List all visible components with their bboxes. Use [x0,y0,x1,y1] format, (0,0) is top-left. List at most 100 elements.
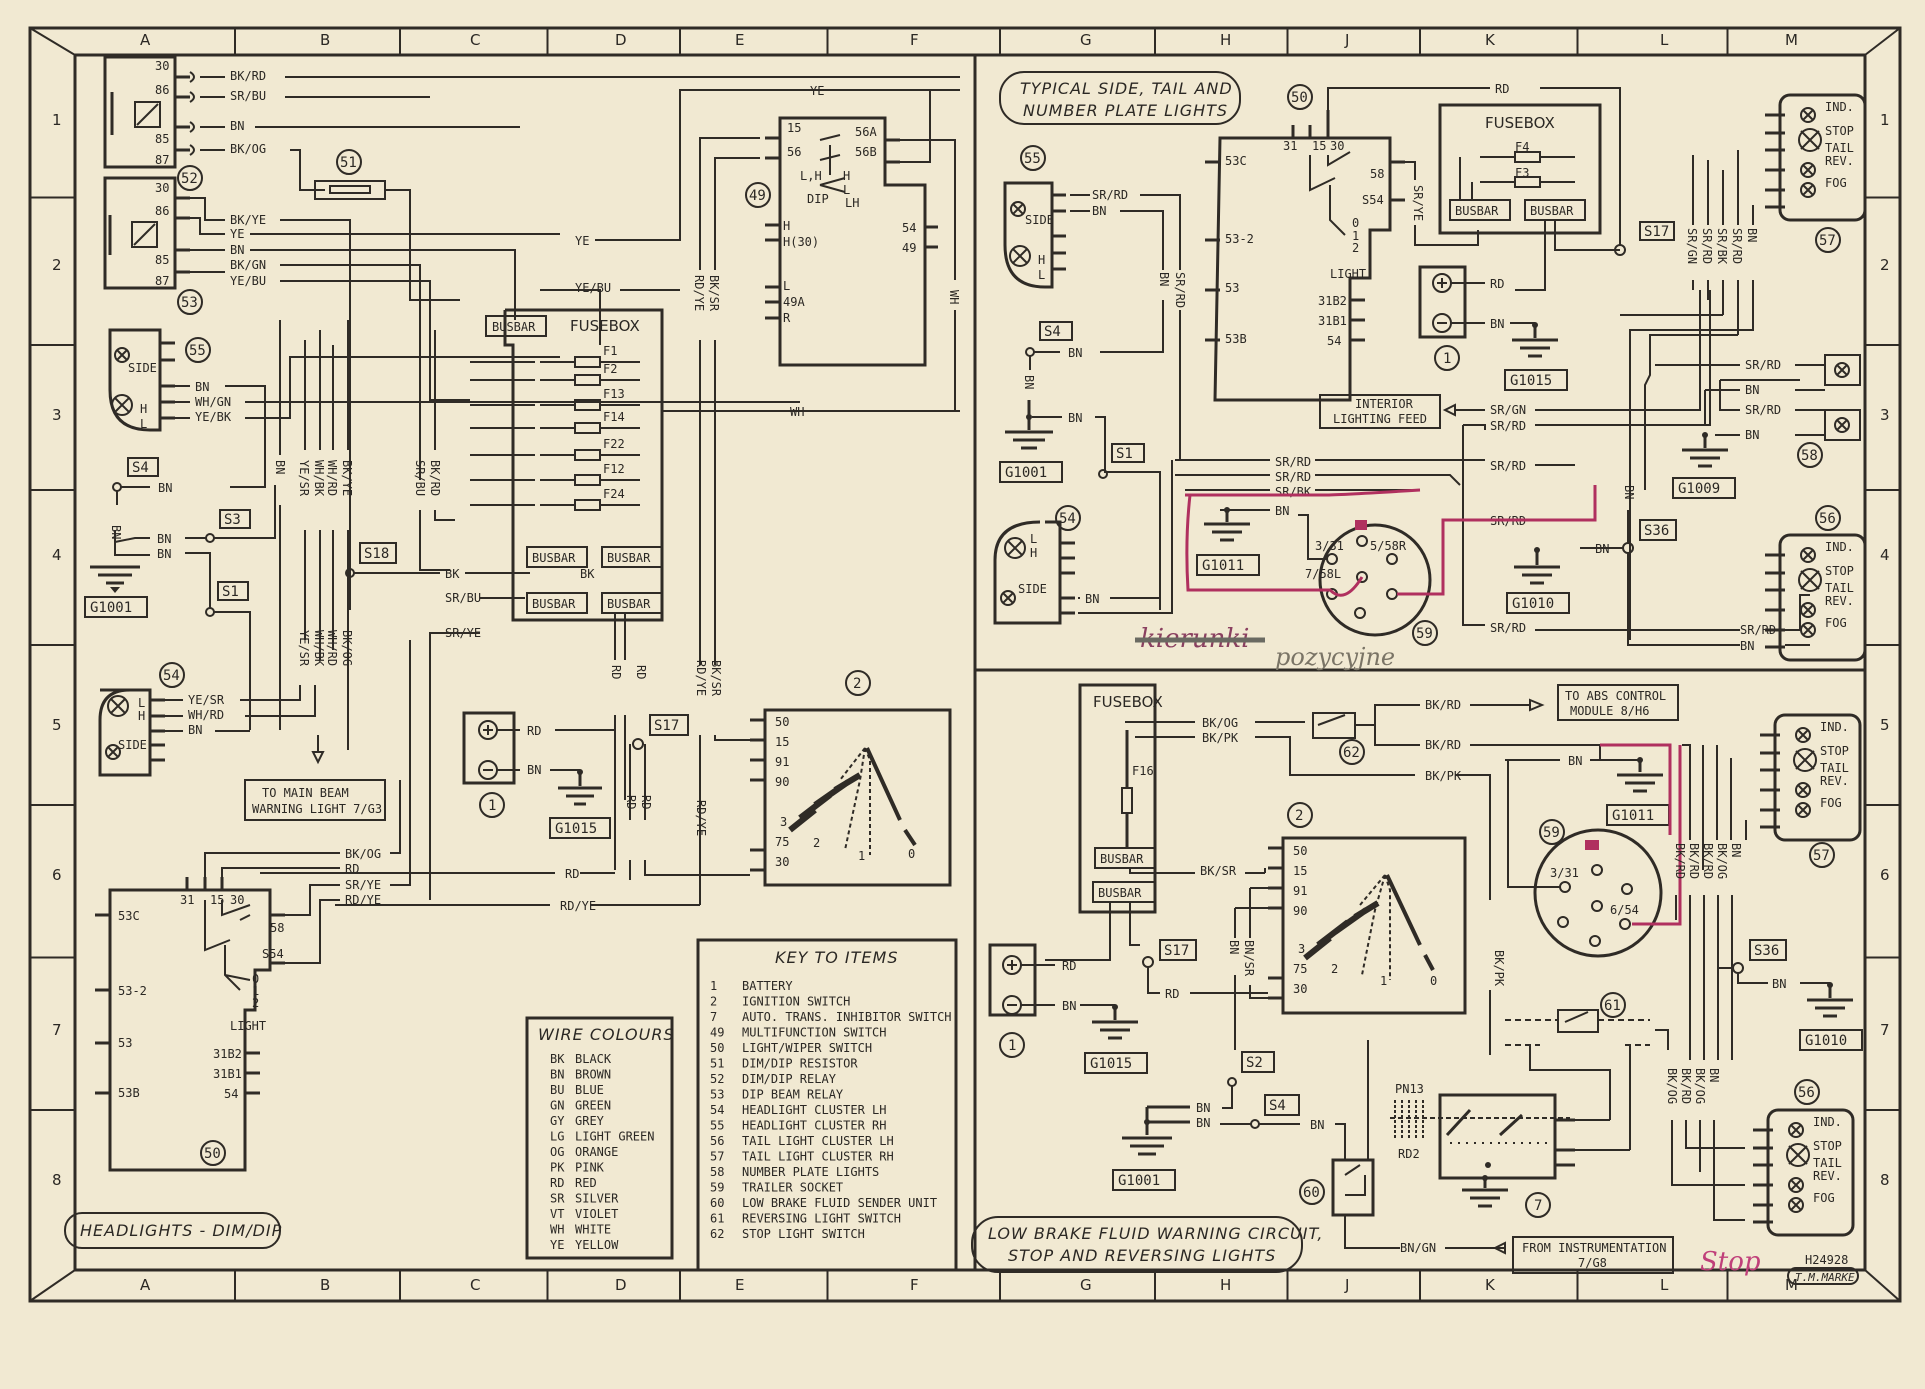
wire-label: BN [1490,317,1504,331]
wire-label: BN [1068,346,1082,360]
key-item-number: 50 [710,1041,724,1055]
wire-label: BN/SR [1242,940,1256,977]
key-item-number: 57 [710,1150,724,1164]
svg-text:7: 7 [1534,1198,1542,1214]
grid-column-label: D [615,1276,627,1294]
key-item-number: 62 [710,1227,724,1241]
wire-label: YE/BU [575,281,611,295]
wire-label: BK/RD [1425,698,1461,712]
svg-text:BK/OG: BK/OG [340,630,354,666]
svg-text:YE/SR: YE/SR [297,460,311,497]
svg-text:BUSBAR: BUSBAR [1455,204,1499,218]
svg-text:L,H: L,H [800,169,822,183]
grid-column-label: L [1660,31,1669,49]
wire-colour-name: SILVER [575,1192,619,1206]
svg-text:50: 50 [1293,844,1307,858]
svg-text:SR/RD: SR/RD [1730,228,1744,264]
svg-text:54: 54 [1059,511,1076,527]
wire-label: BN [188,723,202,737]
svg-text:30: 30 [775,855,789,869]
svg-text:FUSEBOX: FUSEBOX [1485,114,1555,132]
fuse-f24: F24 [470,487,640,511]
wire-label: RD [1165,987,1179,1001]
cluster-id: 56 [1798,1085,1815,1101]
panel-title-headlights: HEADLIGHTS - DIM/DIP [64,1212,281,1249]
wire-colour-code: GN [550,1099,564,1113]
svg-text:53: 53 [1225,281,1239,295]
wire-colour-code: RD [550,1176,564,1190]
wire-label: BN [1085,592,1099,606]
svg-text:H: H [1030,546,1037,560]
grid-row-label: 2 [1880,256,1890,274]
svg-text:WH/RD: WH/RD [325,630,339,666]
wire-label: BN [527,763,541,777]
svg-text:G1015: G1015 [1090,1056,1132,1072]
wire-label: YE/BK [195,410,232,424]
svg-text:86: 86 [155,83,169,97]
svg-text:S36: S36 [1754,943,1779,959]
headlight-cluster-lh-54: L H SIDE 54 [98,662,185,777]
wire-colour-name: BLACK [575,1052,612,1066]
svg-text:WH/RD: WH/RD [325,460,339,496]
wire-label: RD [609,665,623,679]
wire-label: SR/BU [445,591,481,605]
wire-label: SR/RD [1490,459,1526,473]
svg-text:30: 30 [155,181,169,195]
wire-label: BK/PK [1492,950,1506,987]
wire-colour-name: ORANGE [575,1145,618,1159]
svg-text:2: 2 [853,676,861,692]
cluster-id: 57 [1813,848,1830,864]
svg-text:31: 31 [1283,139,1297,153]
lamp-label: FOG [1825,176,1847,190]
wire-colour-code: BN [550,1068,564,1082]
ground-g1015-side-tail: G1015 [1504,322,1568,391]
svg-text:53C: 53C [1225,154,1247,168]
key-item-name: AUTO. TRANS. INHIBITOR SWITCH [742,1010,952,1024]
svg-text:PN13: PN13 [1395,1082,1424,1096]
grid-row-label: 5 [52,716,62,734]
fuse-label: F12 [603,462,625,476]
wire-label: BK/OG [1202,716,1238,730]
svg-text:31B1: 31B1 [213,1067,242,1081]
svg-text:0: 0 [1352,216,1359,230]
svg-text:DIP: DIP [807,192,829,206]
svg-text:56: 56 [787,145,801,159]
light-switch-50-right: 50 31 15 30 58 S54 53C 53-2 53 53B 31B2 … [1205,84,1405,402]
wire-colour-name: VIOLET [575,1207,618,1221]
vertical-wire-bundle: BN YE/SR WH/BK WH/RD BK/YE YE/SR WH/BK W… [273,320,455,750]
svg-text:BUSBAR: BUSBAR [532,597,576,611]
wire-label: BN [1196,1101,1210,1115]
grid-column-label: H [1220,1276,1231,1294]
wire-colour-name: GREEN [575,1099,611,1113]
panel-title-side-tail: TYPICAL SIDE, TAIL AND NUMBER PLATE LIGH… [999,71,1241,125]
grid-row-label: 3 [1880,406,1890,424]
svg-text:S2: S2 [1246,1055,1263,1071]
wire-label: BK/PK [1425,769,1462,783]
svg-text:3/31: 3/31 [1315,539,1344,553]
svg-text:7/G8: 7/G8 [1578,1256,1607,1270]
svg-text:H: H [783,219,790,233]
trailer-socket-59-top: 3/31 5/58R 7/58L 59 [1305,520,1438,646]
svg-text:L: L [1038,268,1045,282]
number-plate-lights-58: 58 [1797,354,1861,468]
svg-text:S4: S4 [1269,1098,1286,1114]
wire-label: YE [810,84,824,98]
svg-text:59: 59 [1416,626,1433,642]
svg-text:75: 75 [775,835,789,849]
key-item-number: 60 [710,1196,724,1210]
svg-text:53B: 53B [1225,332,1247,346]
ground-g1001-right: G1001 [999,400,1063,483]
svg-text:1: 1 [252,984,259,998]
wire-label: RD/YE [692,275,706,311]
wire-label: BK/SR [709,660,723,697]
svg-text:BN: BN [273,460,287,474]
wire-label: BN [1092,204,1106,218]
